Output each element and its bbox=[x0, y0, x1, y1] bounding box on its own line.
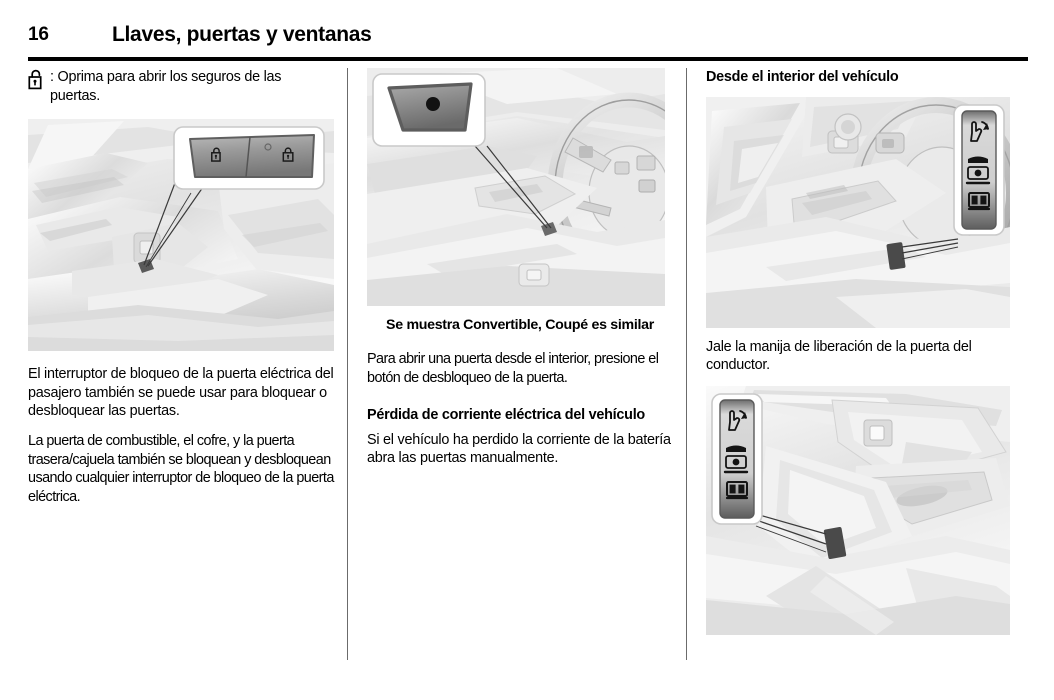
right-column: Desde el interior del vehículo bbox=[706, 68, 1012, 635]
unlock-instruction-line: : Oprima para abrir los seguros de las p… bbox=[28, 68, 334, 105]
page-title: Llaves, puertas y ventanas bbox=[112, 23, 372, 46]
unlock-padlock-icon bbox=[211, 147, 221, 162]
mirror-adjust-icon bbox=[965, 156, 991, 184]
middle-column: Se muestra Convertible, Coupé es similar… bbox=[367, 68, 673, 479]
manual-door-release-handle-icon bbox=[970, 120, 989, 142]
unlock-instruction-text: : Oprima para abrir los seguros de las p… bbox=[50, 69, 282, 104]
right-paragraph: Jale la manija de liberación de la puert… bbox=[706, 338, 972, 374]
middle-paragraph-2: Si el vehículo ha perdido la corriente d… bbox=[367, 431, 671, 467]
led-indicator-dot bbox=[264, 143, 272, 151]
column-divider-left bbox=[347, 68, 348, 660]
release-handle-location-marker bbox=[823, 526, 847, 559]
page-number: 16 bbox=[28, 24, 49, 45]
left-paragraph-2: La puerta de combustible, el cofre, y la… bbox=[28, 432, 334, 505]
figure-caption: Se muestra Convertible, Coupé es similar bbox=[386, 317, 654, 333]
release-handle-location-marker bbox=[886, 241, 906, 270]
driver-door-release-handle-detail-figure bbox=[706, 385, 1010, 635]
passenger-door-lock-switch-figure bbox=[28, 119, 334, 352]
manual-door-release-handle-icon bbox=[728, 409, 747, 431]
window-switch-icon bbox=[725, 480, 749, 499]
header-rule bbox=[28, 57, 1028, 61]
right-heading: Desde el interior del vehículo bbox=[706, 69, 899, 85]
door-unlock-button bbox=[387, 82, 473, 132]
middle-subheading: Pérdida de corriente eléctrica del vehíc… bbox=[367, 407, 645, 424]
mirror-adjust-icon bbox=[723, 445, 749, 473]
door-lock-switch-buttons bbox=[189, 134, 315, 179]
left-column: : Oprima para abrir los seguros de las p… bbox=[28, 68, 334, 517]
window-switch-icon bbox=[967, 191, 991, 210]
driver-door-release-handle-figure bbox=[706, 96, 1010, 328]
middle-paragraph-1: Para abrir una puerta desde el interior,… bbox=[367, 351, 659, 386]
page-header: 16 Llaves, puertas y ventanas bbox=[0, 0, 1054, 61]
unlock-padlock-icon bbox=[28, 68, 50, 90]
interior-door-release-button-figure bbox=[367, 68, 665, 306]
left-paragraph-1: El interruptor de bloqueo de la puerta e… bbox=[28, 366, 334, 420]
button-press-dot bbox=[426, 97, 440, 111]
column-divider-right bbox=[686, 68, 687, 660]
lock-padlock-icon bbox=[282, 147, 294, 162]
